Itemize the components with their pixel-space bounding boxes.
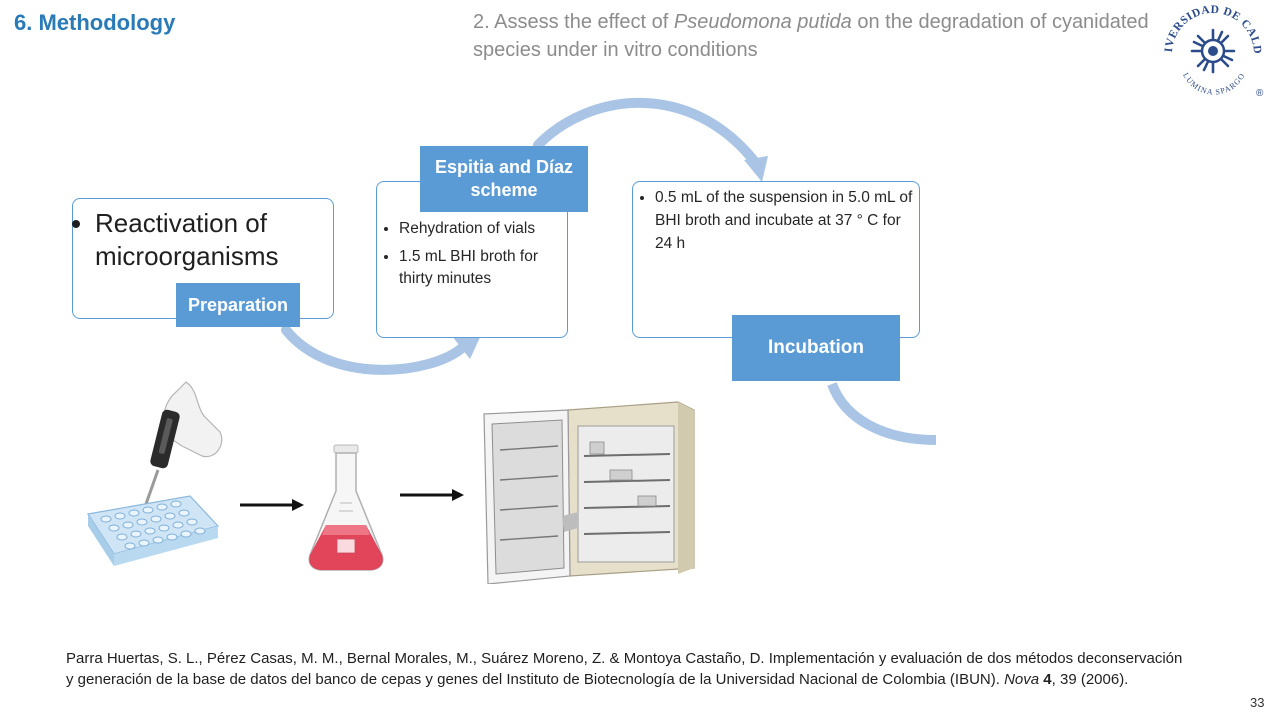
reference-journal: Nova (1004, 671, 1040, 688)
curved-arrow-1 (281, 325, 467, 375)
reference-pages: , 39 (2006). (1051, 671, 1129, 688)
subtitle-species: Pseudomona putida (673, 11, 852, 33)
step-label-preparation: Preparation (176, 283, 300, 327)
arrow-right-icon (240, 499, 304, 511)
curved-arrow-1-head (452, 333, 482, 359)
section-title: 6. Methodology (14, 10, 176, 35)
reference-text: Parra Huertas, S. L., Pérez Casas, M. M.… (66, 650, 1183, 688)
step-bullet: Rehydration of vials (399, 218, 567, 240)
subtitle-part2: on the degradation of cyanidated species… (473, 11, 1149, 61)
step-box-incubation: 0.5 mL of the suspension in 5.0 mL of BH… (632, 181, 920, 338)
incubator-icon (483, 401, 695, 584)
curved-arrow-2-head (744, 156, 768, 182)
slide-subtitle: 2. Assess the effect of Pseudomona putid… (473, 8, 1163, 64)
reference-volume: 4 (1043, 671, 1052, 688)
step-bullet: 1.5 mL BHI broth for thirty minutes (399, 246, 567, 290)
step-bullet: Reactivation of microorganisms (95, 207, 333, 273)
reference-citation: Parra Huertas, S. L., Pérez Casas, M. M.… (66, 648, 1186, 690)
step-label-incubation: Incubation (732, 315, 900, 381)
arrow-right-icon (400, 489, 464, 501)
step-bullet: 0.5 mL of the suspension in 5.0 mL of BH… (655, 186, 919, 255)
svg-text:®: ® (1256, 88, 1264, 99)
curved-arrow-3 (827, 382, 937, 445)
subtitle-part1: 2. Assess the effect of (473, 11, 674, 33)
flask-icon (308, 444, 384, 571)
university-logo: UNIVERSIDAD DE CALDAS LUMINA SPARGO ® (1158, 2, 1264, 99)
pipette-plate-icon (87, 381, 223, 566)
page-number: 33 (1250, 695, 1265, 710)
curved-arrow-2 (533, 97, 760, 167)
step-label-scheme: Espitia and Díaz scheme (420, 146, 588, 212)
